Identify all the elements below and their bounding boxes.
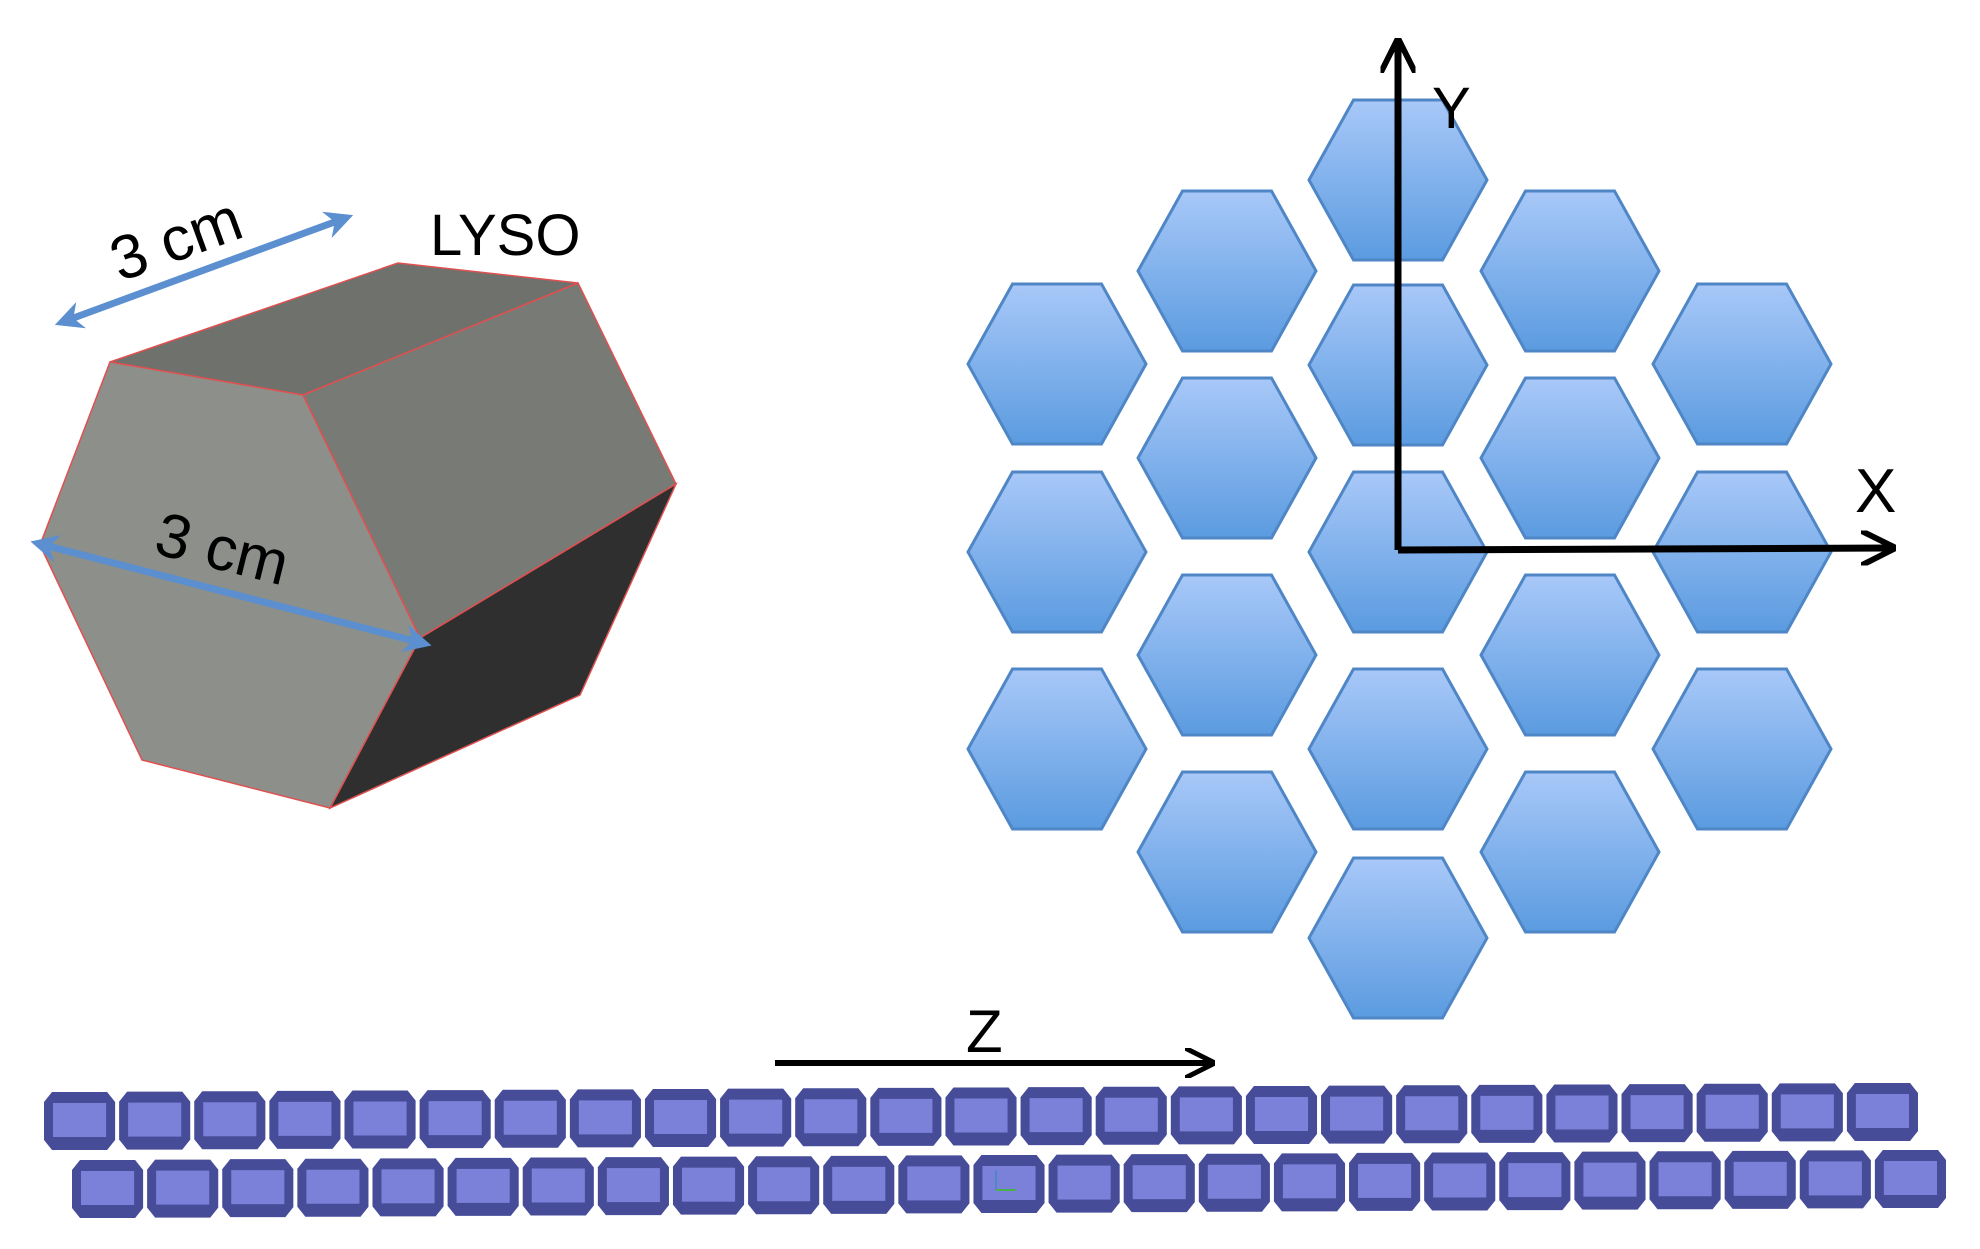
chain-crystal-segment xyxy=(119,1091,191,1150)
chain-crystal-segment xyxy=(795,1088,867,1147)
lyso-crystal xyxy=(39,262,678,810)
crystal-chain-top-row xyxy=(44,1083,1918,1150)
width-dimension-arrow xyxy=(30,534,432,653)
chain-crystal-segment xyxy=(1170,1086,1242,1145)
x-axis-label: X xyxy=(1855,457,1896,526)
hex-crystal-cell xyxy=(1307,856,1489,1020)
chain-crystal-segment xyxy=(1424,1152,1496,1211)
chain-crystal-segment xyxy=(1471,1084,1543,1143)
chain-crystal-segment xyxy=(447,1157,519,1216)
chain-crystal-segment xyxy=(823,1155,895,1214)
chain-crystal-segment xyxy=(147,1159,219,1218)
chain-crystal-segment xyxy=(1349,1152,1421,1211)
hex-crystal-cell xyxy=(1136,573,1318,737)
chain-crystal-segment xyxy=(720,1088,792,1147)
xy-axes: Y X xyxy=(1398,44,1896,550)
origin-marker xyxy=(995,1170,1016,1191)
chain-crystal-segment xyxy=(1799,1150,1871,1209)
hex-crystal-array xyxy=(966,98,1833,1020)
chain-crystal-segment xyxy=(522,1157,594,1216)
hex-crystal-cell xyxy=(1136,376,1318,540)
hex-crystal-cell xyxy=(1136,189,1318,353)
chain-crystal-segment xyxy=(1649,1151,1721,1210)
chain-crystal-segment xyxy=(1020,1087,1092,1146)
hex-crystal-cell xyxy=(1479,770,1661,934)
chain-crystal-segment xyxy=(644,1089,717,1147)
chain-crystal-segment xyxy=(344,1090,416,1149)
chain-crystal-segment xyxy=(1123,1154,1195,1213)
chain-crystal-segment xyxy=(1724,1150,1796,1209)
length-dimension-arrow xyxy=(54,211,354,329)
hex-crystal-cell xyxy=(1479,189,1661,353)
hex-crystal-cell xyxy=(1307,667,1489,831)
chain-crystal-segment xyxy=(1095,1086,1167,1145)
chain-crystal-segment xyxy=(1574,1151,1646,1210)
chain-crystal-segment xyxy=(1273,1153,1346,1212)
chain-crystal-segment xyxy=(297,1158,369,1217)
hex-crystal-cell xyxy=(966,282,1148,446)
chain-crystal-segment xyxy=(494,1089,566,1148)
chain-crystal-segment xyxy=(194,1091,266,1150)
chain-crystal-segment xyxy=(1546,1084,1618,1143)
chain-crystal-segment xyxy=(1499,1152,1571,1211)
chain-crystal-segment xyxy=(569,1089,641,1148)
chain-crystal-segment xyxy=(597,1157,669,1216)
chain-crystal-segment xyxy=(870,1087,942,1146)
chain-crystal-segment xyxy=(1696,1083,1768,1142)
chain-crystal-segment xyxy=(1874,1150,1946,1208)
chain-crystal-segment xyxy=(372,1158,444,1217)
y-axis-label: Y xyxy=(1432,76,1471,141)
chain-crystal-segment xyxy=(973,1155,1045,1213)
chain-crystal-segment xyxy=(945,1087,1017,1146)
chain-crystal-segment xyxy=(898,1155,970,1214)
chain-crystal-segment xyxy=(222,1159,294,1218)
z-axis: Z xyxy=(775,998,1210,1065)
hex-crystal-cell xyxy=(1479,573,1661,737)
chain-crystal-segment xyxy=(1321,1085,1393,1144)
hex-crystal-cell xyxy=(966,470,1148,634)
chain-crystal-segment xyxy=(1245,1086,1318,1144)
chain-crystal-segment xyxy=(1048,1154,1120,1213)
chain-crystal-segment xyxy=(419,1090,491,1149)
hex-crystal-cell xyxy=(1651,282,1833,446)
chain-crystal-segment xyxy=(1846,1083,1918,1141)
z-axis-label: Z xyxy=(966,998,1003,1065)
chain-crystal-segment xyxy=(1621,1084,1693,1143)
chain-crystal-segment xyxy=(44,1092,116,1150)
x-axis-arrow xyxy=(1397,548,1890,550)
chain-crystal-segment xyxy=(1198,1153,1270,1212)
chain-crystal-segment xyxy=(748,1156,820,1215)
hex-crystal-cell xyxy=(1651,667,1833,831)
chain-crystal-segment xyxy=(672,1156,745,1215)
crystal-material-label: LYSO xyxy=(430,203,580,268)
chain-crystal-segment xyxy=(269,1090,341,1149)
hex-crystal-cell xyxy=(966,667,1148,831)
hex-crystal-cell xyxy=(1136,770,1318,934)
chain-crystal-segment xyxy=(72,1160,144,1218)
chain-crystal-segment xyxy=(1771,1083,1843,1142)
crystal-chain-bottom-row xyxy=(72,1150,1946,1218)
chain-crystal-segment xyxy=(1396,1085,1468,1144)
hex-crystal-cell xyxy=(1479,376,1661,540)
